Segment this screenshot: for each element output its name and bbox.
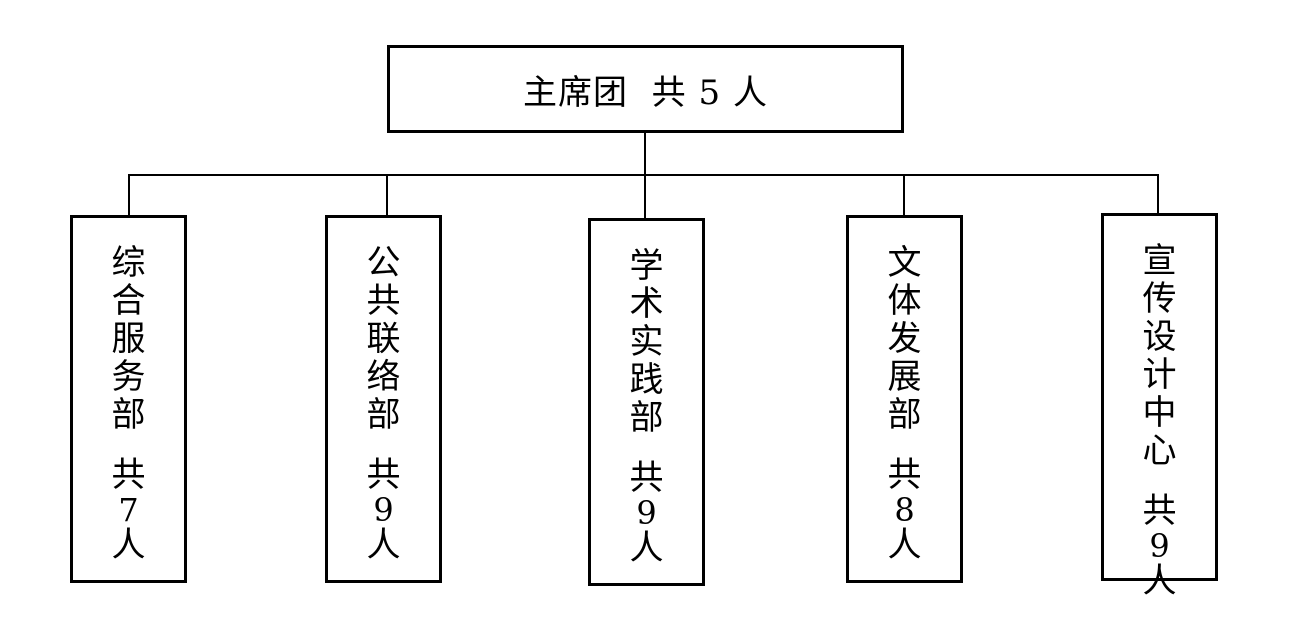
department-name-char: 宣 (1142, 241, 1177, 281)
department-count-prefix: 共 (1142, 491, 1177, 531)
department-count-suffix: 人 (111, 525, 146, 565)
connector-drop-5 (1157, 174, 1159, 216)
presidium-count-suffix: 人 (732, 72, 768, 113)
department-name-char: 心 (1142, 431, 1177, 471)
department-name-char: 部 (887, 395, 922, 435)
presidium-label: 主席团 共 5 人 (523, 65, 768, 114)
department-name-char: 学 (629, 246, 664, 286)
connector-drop-2 (386, 174, 388, 216)
presidium-name: 主席团 (523, 72, 629, 113)
department-name-char: 服 (111, 319, 146, 359)
department-count-prefix: 共 (111, 455, 146, 495)
spacer (1104, 470, 1215, 492)
department-name-char: 践 (629, 360, 664, 400)
department-count-suffix: 人 (629, 528, 664, 568)
department-name-char: 术 (629, 284, 664, 324)
connector-drop-1 (128, 174, 130, 216)
department-count-prefix: 共 (629, 458, 664, 498)
department-name-char: 展 (887, 357, 922, 397)
department-name-char: 体 (887, 281, 922, 321)
department-name-char: 络 (366, 357, 401, 397)
department-name-char: 部 (629, 398, 664, 438)
department-count: 8 (894, 491, 915, 529)
department-count-suffix: 人 (887, 525, 922, 565)
department-name-char: 联 (366, 319, 401, 359)
department-name-char: 部 (366, 395, 401, 435)
connector-horizontal-bar (128, 174, 1159, 176)
spacer (849, 434, 960, 456)
spacer (328, 434, 439, 456)
department-count: 9 (373, 491, 394, 529)
department-name-char: 计 (1142, 355, 1177, 395)
department-count: 9 (1149, 527, 1170, 565)
connector-top-stem (644, 133, 646, 175)
department-name-char: 发 (887, 319, 922, 359)
department-name-char: 合 (111, 281, 146, 321)
department-name-char: 中 (1142, 393, 1177, 433)
department-count: 9 (636, 494, 657, 532)
department-name-char: 务 (111, 357, 146, 397)
department-count: 7 (118, 491, 139, 529)
spacer (591, 437, 702, 459)
presidium-count-prefix: 共 (651, 72, 687, 113)
department-name-char: 公 (366, 243, 401, 283)
presidium-box: 主席团 共 5 人 (387, 45, 904, 133)
department-name-char: 部 (111, 395, 146, 435)
department-count-suffix: 人 (1142, 561, 1177, 601)
department-name-char: 传 (1142, 279, 1177, 319)
spacer (73, 434, 184, 456)
department-name-char: 实 (629, 322, 664, 362)
connector-drop-3 (644, 174, 646, 218)
department-count-prefix: 共 (887, 455, 922, 495)
department-name-char: 文 (887, 243, 922, 283)
presidium-count: 5 (698, 72, 722, 113)
department-name-char: 共 (366, 281, 401, 321)
department-count-prefix: 共 (366, 455, 401, 495)
department-name-char: 综 (111, 243, 146, 283)
department-count-suffix: 人 (366, 525, 401, 565)
department-name-char: 设 (1142, 317, 1177, 357)
connector-drop-4 (903, 174, 905, 216)
